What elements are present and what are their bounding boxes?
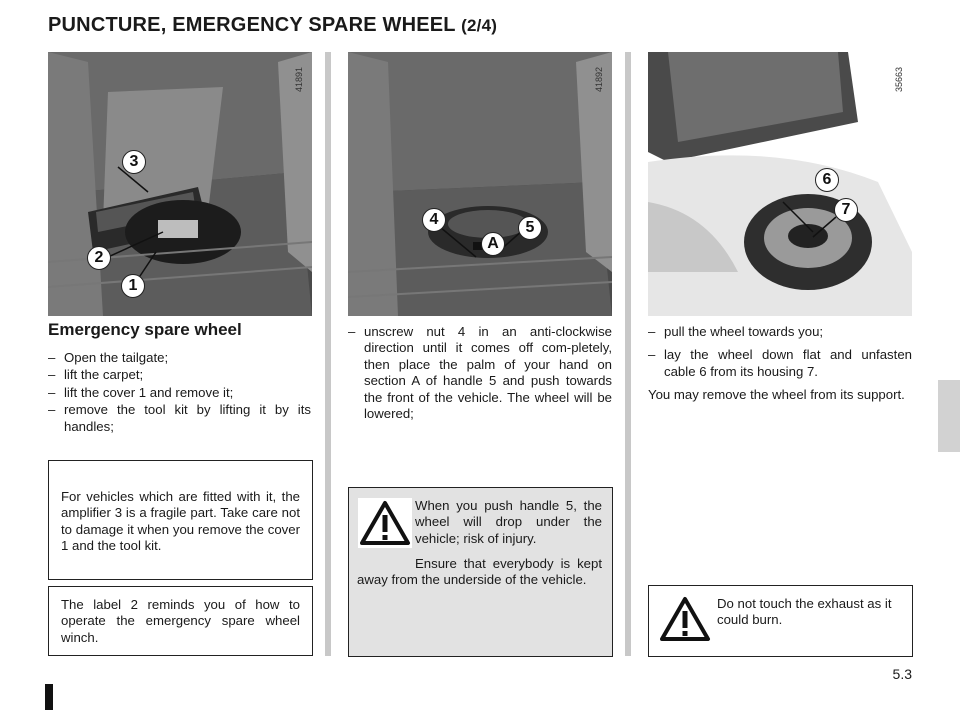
step-item: lift the cover 1 and remove it; [48, 385, 311, 402]
warning-text: Ensure that everybody is kept away from … [357, 556, 602, 588]
callout-7: 7 [834, 198, 858, 222]
callout-5: 5 [518, 216, 542, 240]
step-item: pull the wheel towards you; [648, 324, 912, 341]
paragraph: You may remove the wheel from its suppor… [648, 387, 905, 402]
photo-trunk-cover: 41891 3 2 1 [48, 52, 312, 316]
warning-box-exhaust: Do not touch the exhaust as it could bur… [648, 585, 913, 657]
note-box-amplifier: For vehicles which are fitted with it, t… [48, 460, 313, 580]
note-text: The label 2 reminds you of how to operat… [61, 597, 300, 645]
step-item: Open the tailgate; [48, 350, 311, 367]
title-text: PUNCTURE, EMERGENCY SPARE WHEEL [48, 14, 456, 36]
callout-4: 4 [422, 208, 446, 232]
section-tab [938, 380, 960, 452]
note-box-label: The label 2 reminds you of how to operat… [48, 586, 313, 656]
warning-triangle-icon [358, 498, 412, 548]
photo-reference-id: 35663 [894, 66, 904, 92]
step-list: unscrew nut 4 in an anti-clockwise direc… [348, 324, 612, 423]
callout-3: 3 [122, 150, 146, 174]
warning-text: Do not touch the exhaust as it could bur… [717, 596, 892, 628]
photo-winch-nut: 41892 4 5 A [348, 52, 612, 316]
photo-reference-id: 41891 [294, 66, 304, 92]
callout-6: 6 [815, 168, 839, 192]
title-part: (2/4) [461, 16, 498, 35]
corner-mark [45, 684, 53, 710]
section-heading: Emergency spare wheel [48, 320, 242, 339]
warning-box-handle: When you push handle 5, the wheel will d… [348, 487, 613, 657]
step-list: Open the tailgate; lift the carpet; lift… [48, 350, 311, 436]
page-number: 5.3 [892, 666, 912, 682]
page-title: PUNCTURE, EMERGENCY SPARE WHEEL (2/4) [48, 14, 497, 37]
step-item: lay the wheel down flat and unfasten cab… [648, 347, 912, 380]
photo-reference-id: 41892 [594, 66, 604, 92]
callout-2: 2 [87, 246, 111, 270]
photo-spare-wheel-lowered: 35663 6 7 [648, 52, 912, 316]
column-separator [625, 52, 631, 656]
warning-triangle-icon [660, 597, 710, 641]
step-item: remove the tool kit by lifting it by its… [48, 402, 311, 435]
callout-a: A [481, 232, 505, 256]
step-list: pull the wheel towards you; lay the whee… [648, 324, 912, 381]
step-item: lift the carpet; [48, 367, 311, 384]
column-separator [325, 52, 331, 656]
step-item: unscrew nut 4 in an anti-clockwise direc… [348, 324, 612, 422]
note-text: For vehicles which are fitted with it, t… [61, 489, 300, 554]
callout-1: 1 [121, 274, 145, 298]
warning-text: When you push handle 5, the wheel will d… [415, 498, 602, 546]
